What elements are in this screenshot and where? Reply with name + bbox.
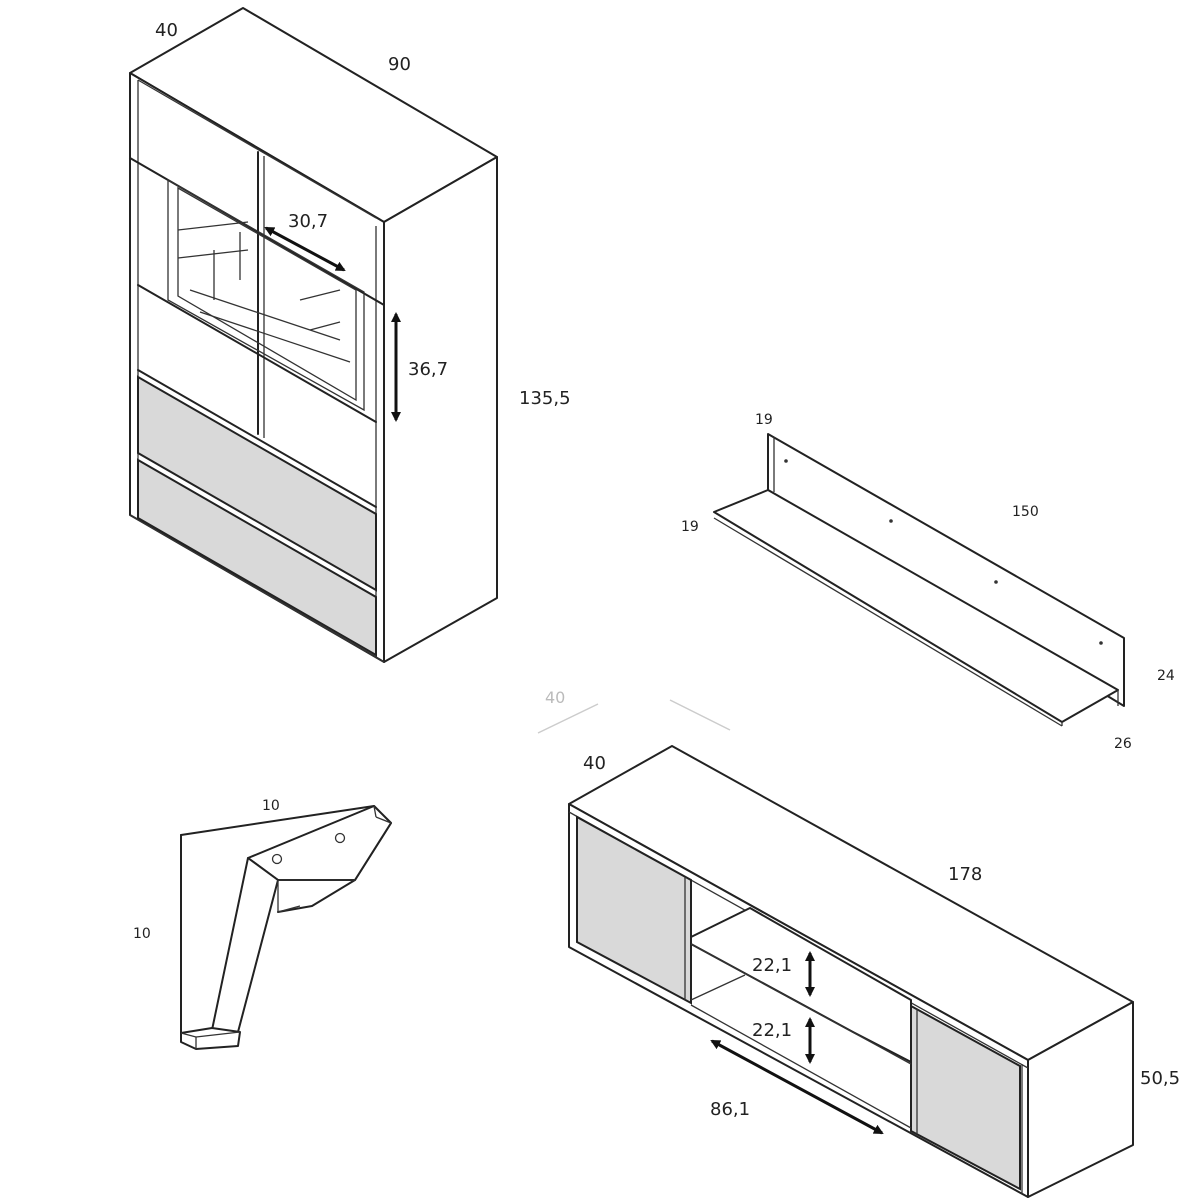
cabinet-side-face bbox=[383, 156, 498, 663]
leg-width-label: 10 bbox=[262, 798, 280, 814]
tv-unit-faint-depth-label: 40 bbox=[545, 688, 565, 707]
cabinet-drawing bbox=[129, 7, 498, 663]
tv-unit-left-door bbox=[576, 815, 692, 1005]
cabinet-drawer-bottom bbox=[137, 458, 377, 657]
tv-unit-niche-width-label: 86,1 bbox=[710, 1099, 750, 1120]
tv-unit-niche-width-arrow bbox=[710, 1039, 884, 1135]
tv-unit-right-door bbox=[910, 1004, 1021, 1191]
tv-unit-shelf-gap-bottom-label: 22,1 bbox=[752, 1020, 792, 1041]
tv-unit-depth-label: 40 bbox=[583, 753, 606, 774]
shelf-width-label: 150 bbox=[1012, 504, 1039, 520]
cabinet-height-label: 135,5 bbox=[519, 388, 571, 409]
cabinet-inner-width-arrow bbox=[264, 226, 346, 272]
shelf-end-height-label: 24 bbox=[1157, 668, 1175, 684]
tv-unit-height-label: 50,5 bbox=[1140, 1068, 1180, 1089]
shelf-depth-label: 19 bbox=[681, 519, 699, 535]
cabinet-width-label: 90 bbox=[388, 54, 411, 75]
cabinet-inner-height-label: 36,7 bbox=[408, 359, 448, 380]
leg-top-plate bbox=[247, 805, 392, 881]
shelf-back-board bbox=[767, 433, 1125, 707]
shelf-end-depth-label: 26 bbox=[1114, 736, 1132, 752]
tv-unit-width-label: 178 bbox=[948, 864, 982, 885]
leg-post bbox=[211, 857, 279, 1033]
leg-height-label: 10 bbox=[133, 926, 151, 942]
cabinet-depth-label: 40 bbox=[155, 20, 178, 41]
shelf-back-height-label: 19 bbox=[755, 412, 773, 428]
tv-unit-drawing bbox=[568, 745, 1134, 1198]
wall-shelf-drawing bbox=[713, 433, 1125, 727]
tv-unit-shelf-gap-top-label: 22,1 bbox=[752, 955, 792, 976]
leg-drawing bbox=[180, 805, 392, 1050]
cabinet-drawer-top bbox=[137, 375, 377, 592]
leg-foot bbox=[180, 1027, 241, 1050]
cabinet-inner-width-label: 30,7 bbox=[288, 211, 328, 232]
